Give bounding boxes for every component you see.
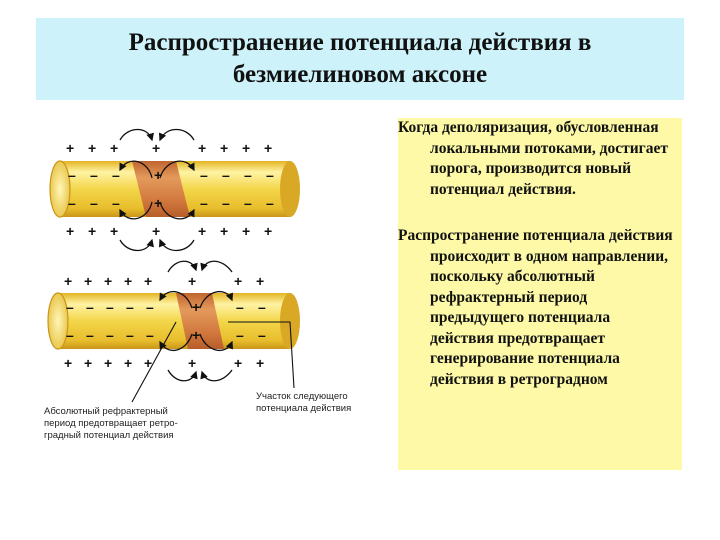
minus-sign: – [90, 195, 98, 211]
minus-sign: – [258, 299, 266, 315]
plus-sign: + [154, 195, 162, 211]
minus-sign: – [66, 327, 74, 343]
minus-sign: – [66, 299, 74, 315]
minus-sign: – [112, 195, 120, 211]
axon-bottom-cut [47, 292, 69, 350]
minus-sign: – [222, 195, 230, 211]
minus-sign: – [90, 167, 98, 183]
plus-sign: + [256, 355, 264, 371]
plus-row-top-outer-1: + [66, 140, 74, 156]
minus-sign: – [146, 299, 154, 315]
label-next-potential-line-2: потенциала действия [256, 403, 351, 414]
plus-sign: + [198, 223, 206, 239]
minus-sign: – [266, 167, 274, 183]
plus-sign: + [110, 140, 118, 156]
minus-sign: – [106, 299, 114, 315]
plus-sign: + [124, 273, 132, 289]
minus-sign: – [68, 167, 76, 183]
plus-sign: + [188, 273, 196, 289]
label-refractory-line-1: Абсолютный рефрактерный [44, 406, 168, 417]
action-potential-band-top [132, 161, 190, 217]
paragraph-propagation: Распространение потенциала действия прои… [398, 227, 673, 388]
minus-sign: – [236, 299, 244, 315]
plus-sign: + [88, 223, 96, 239]
plus-sign: + [144, 355, 152, 371]
minus-sign: – [258, 327, 266, 343]
plus-sign: + [124, 355, 132, 371]
title-line-2: безмиелиновом аксоне [232, 61, 488, 88]
label-refractory: Абсолютный рефрактерный период предотвра… [44, 406, 178, 441]
plus-sign: + [144, 273, 152, 289]
leader-line-refractory [131, 321, 177, 403]
plus-sign: + [84, 273, 92, 289]
plus-sign: + [220, 223, 228, 239]
plus-sign: + [152, 140, 160, 156]
page-title: Распространение потенциала действия в бе… [129, 27, 592, 91]
plus-sign: + [110, 223, 118, 239]
axon-bottom: + + + + + + + + – – – – – + – – – – – – … [47, 260, 300, 403]
label-refractory-line-2: период предотвращает ретро- [44, 418, 178, 429]
plus-sign: + [64, 355, 72, 371]
label-next-potential-line-1: Участок следующего [256, 391, 348, 402]
paragraph-depolarization: Когда деполяризация, обусловленная локал… [398, 119, 668, 198]
plus-sign: + [256, 273, 264, 289]
plus-sign: + [234, 355, 242, 371]
title-banner: Распространение потенциала действия в бе… [36, 18, 684, 100]
minus-sign: – [146, 327, 154, 343]
label-next-potential: Участок следующего потенциала действия [256, 391, 351, 414]
minus-sign: – [244, 195, 252, 211]
minus-sign: – [126, 299, 134, 315]
minus-sign: – [200, 195, 208, 211]
plus-sign: + [66, 223, 74, 239]
plus-sign: + [220, 140, 228, 156]
minus-sign: – [200, 167, 208, 183]
minus-sign: – [244, 167, 252, 183]
minus-sign: – [222, 167, 230, 183]
minus-sign: – [266, 195, 274, 211]
minus-sign: – [236, 327, 244, 343]
axon-top-end [280, 161, 300, 217]
plus-sign: + [188, 355, 196, 371]
plus-sign: + [192, 327, 200, 343]
axon-top-cut [49, 160, 71, 218]
axon-bottom-body [58, 293, 290, 349]
minus-sign: – [86, 299, 94, 315]
plus-sign: + [198, 140, 206, 156]
plus-sign: + [84, 355, 92, 371]
axon-top: + + + + + + + + – – – + – – – – – – – + … [49, 128, 300, 252]
minus-sign: – [86, 327, 94, 343]
plus-sign: + [104, 355, 112, 371]
minus-sign: – [112, 167, 120, 183]
title-line-1: Распространение потенциала действия в [128, 29, 592, 56]
plus-sign: + [154, 167, 162, 183]
local-current-arrows-top [119, 128, 195, 252]
plus-sign: + [234, 273, 242, 289]
action-potential-band-bottom [176, 293, 224, 349]
plus-sign: + [64, 273, 72, 289]
minus-sign: – [126, 327, 134, 343]
plus-sign: + [104, 273, 112, 289]
plus-sign: + [264, 140, 272, 156]
plus-sign: + [242, 140, 250, 156]
plus-sign: + [242, 223, 250, 239]
minus-sign: – [106, 327, 114, 343]
local-current-arrows-bottom [159, 260, 234, 382]
leader-line-next-potential [228, 321, 295, 389]
plus-sign: + [264, 223, 272, 239]
minus-sign: – [68, 195, 76, 211]
label-refractory-line-3: градный потенциал действия [44, 430, 174, 441]
plus-sign: + [192, 299, 200, 315]
axon-bottom-end [280, 293, 300, 349]
plus-sign: + [152, 223, 160, 239]
explanation-panel: Когда деполяризация, обусловленная локал… [398, 118, 682, 470]
plus-sign: + [88, 140, 96, 156]
